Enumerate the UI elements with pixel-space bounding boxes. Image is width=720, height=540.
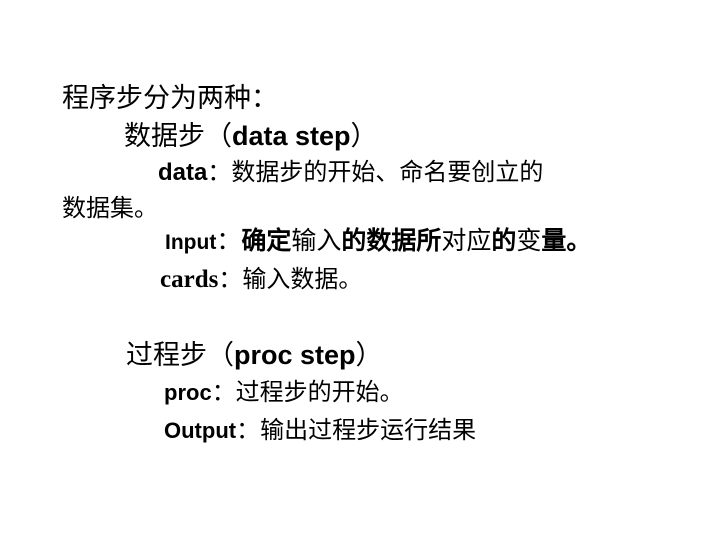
output-keyword: Output	[164, 418, 237, 443]
data-keyword: data	[158, 159, 208, 186]
data-step-heading: 数据步（data step）	[124, 121, 378, 152]
input-desc-part-2: 输入	[291, 226, 342, 255]
proc-step-heading: 过程步（proc step）	[126, 340, 383, 371]
data-step-suffix: ）	[350, 121, 378, 152]
proc-step-prefix: 过程步（	[126, 340, 234, 371]
input-keyword-line: Input：确定输入的数据所对应的变量。	[165, 228, 591, 253]
data-step-prefix: 数据步（	[124, 121, 232, 152]
input-keyword: Input	[165, 231, 217, 254]
proc-keyword-desc: ：过程步的开始。	[211, 378, 404, 406]
intro-line: 程序步分为两种：	[62, 83, 278, 114]
proc-keyword-line: proc：过程步的开始。	[164, 380, 404, 404]
input-colon: ：	[216, 226, 242, 255]
proc-step-suffix: ）	[355, 340, 383, 371]
proc-keyword: proc	[164, 380, 212, 405]
input-desc-part-4: 对应	[441, 226, 492, 255]
cards-keyword-line: cards：输入数据。	[160, 267, 362, 292]
cards-keyword-desc: ：输入数据。	[218, 265, 363, 293]
data-keyword-desc: ：数据步的开始、命名要创立的	[207, 158, 544, 186]
input-desc-part-1: 确定	[241, 226, 292, 255]
proc-step-name: proc step	[234, 340, 356, 370]
cards-keyword: cards	[160, 266, 219, 293]
output-keyword-desc: ：输出过程步运行结果	[236, 416, 477, 444]
data-keyword-desc-continuation: 数据集。	[62, 194, 158, 222]
data-step-name: data step	[232, 121, 351, 151]
input-desc-part-6: 变	[516, 226, 542, 255]
input-desc-part-3: 的数据所	[341, 226, 442, 255]
input-desc-part-5: 的	[491, 226, 517, 255]
output-keyword-line: Output：输出过程步运行结果	[164, 418, 476, 442]
input-desc-part-7: 量。	[541, 226, 592, 255]
data-keyword-line: data：数据步的开始、命名要创立的	[158, 160, 543, 185]
